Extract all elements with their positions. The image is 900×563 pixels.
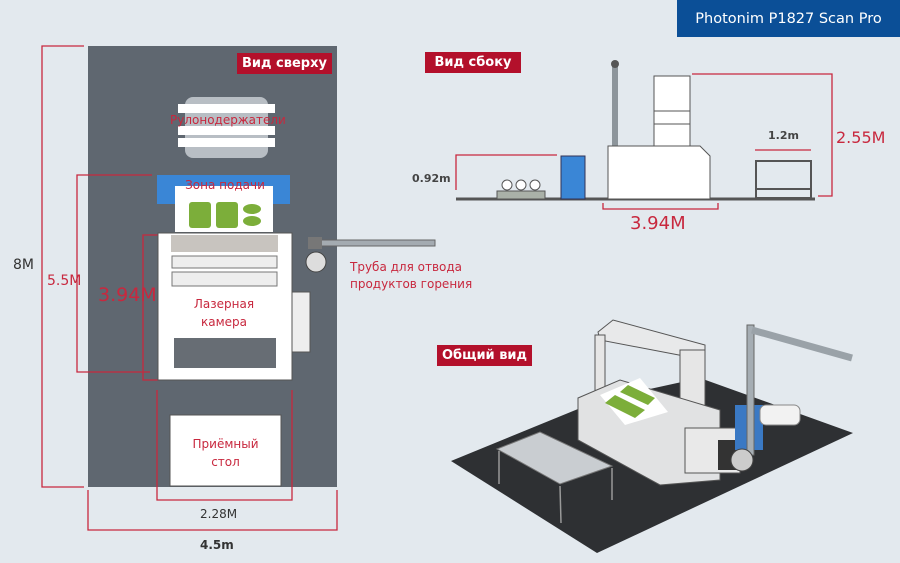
dim-machine-width: 2.28M xyxy=(200,507,238,521)
roll-holders-label: Рулонодержатели xyxy=(170,113,286,127)
exhaust-pipe-label: Труба для отвода продуктов горения xyxy=(350,260,473,291)
dim-side-length: 3.94M xyxy=(630,213,686,234)
receiving-table-top xyxy=(169,414,282,487)
dim-machine-length: 5.5M xyxy=(47,273,82,289)
product-title: Photonim P1827 Scan Pro xyxy=(677,0,900,37)
general-view-badge: Общий вид xyxy=(437,345,532,366)
dim-laser-length: 3.94M xyxy=(98,284,157,306)
laser-camera-text: Лазерная камера xyxy=(193,296,255,329)
laser-camera-label: Лазерная камера xyxy=(168,290,280,335)
feed-zone-label: Зона подачи xyxy=(185,178,265,192)
top-view-badge: Вид сверху xyxy=(237,53,332,74)
exhaust-pipe-top xyxy=(305,237,436,273)
dimension-lines-side xyxy=(455,73,833,210)
dim-machine-height: 2.55M xyxy=(836,128,886,147)
roll-holders xyxy=(178,97,275,158)
dim-total-length: 8M xyxy=(13,257,34,273)
receiving-table-label: Приёмный стол xyxy=(192,437,259,469)
dim-feed-height: 0.92m xyxy=(412,172,451,185)
dim-total-width: 4.5m xyxy=(200,538,234,552)
dimension-lines-top xyxy=(41,45,338,531)
dim-table-width: 1.2m xyxy=(768,129,799,142)
general-view-drawing xyxy=(451,319,853,553)
side-view-badge: Вид сбоку xyxy=(425,52,521,73)
feed-zone xyxy=(157,175,290,232)
side-view-drawing xyxy=(456,60,815,201)
